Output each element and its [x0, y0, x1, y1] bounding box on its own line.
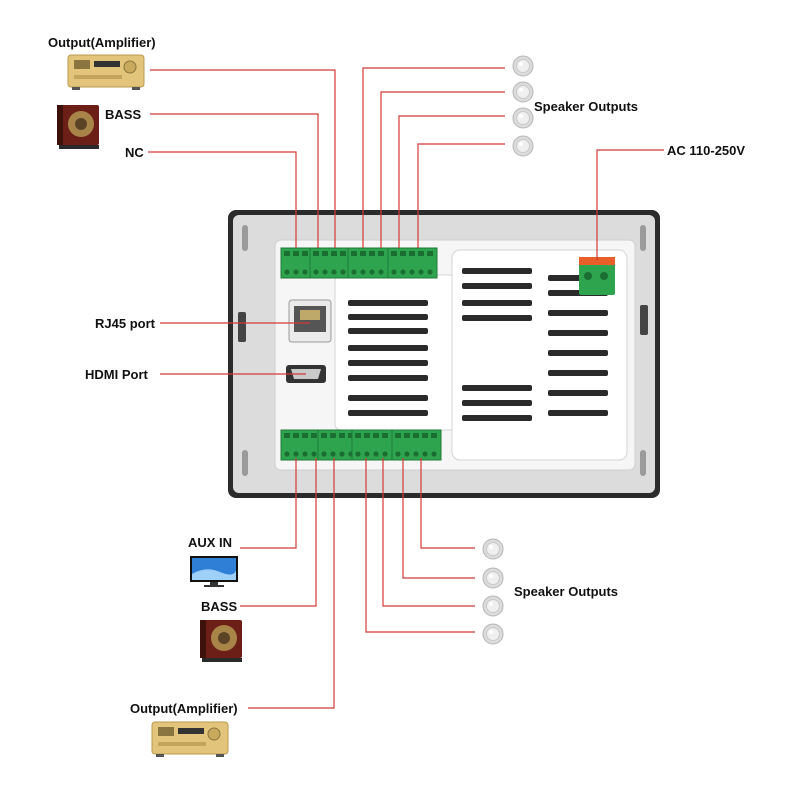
label-rj45-port: RJ45 port: [95, 316, 155, 331]
wire-bass-bottom: [240, 458, 317, 607]
label-hdmi-port: HDMI Port: [85, 367, 148, 382]
ceiling-speakers: [482, 55, 534, 645]
label-aux-in: AUX IN: [188, 535, 233, 550]
monitor-icon: [190, 556, 238, 587]
wire-speaker-top-1: [362, 67, 505, 248]
wire-speaker-bottom-4: [365, 458, 475, 633]
subwoofer-icon: [200, 620, 242, 662]
wire-output-amplifier-bottom: [248, 458, 335, 709]
subwoofer-icon: [57, 105, 99, 149]
vent-slots: [348, 268, 608, 421]
label-output-amplifier-bottom: Output(Amplifier): [130, 701, 238, 716]
wire-ac-power: [596, 149, 664, 260]
wire-speaker-top-4: [417, 143, 505, 248]
label-ac-power: AC 110-250V: [667, 143, 746, 158]
ceiling-speaker-icon: [512, 135, 534, 157]
ceiling-speaker-icon: [512, 107, 534, 129]
rj45-port-icon: [288, 299, 332, 343]
ac-power-terminal: [579, 257, 615, 295]
label-speaker-outputs-top: Speaker Outputs: [534, 99, 639, 114]
wire-nc: [148, 151, 297, 248]
label-bass-top: BASS: [105, 107, 142, 122]
wire-bass-top: [150, 113, 319, 248]
label-speaker-outputs-bottom: Speaker Outputs: [514, 584, 619, 599]
wire-speaker-bottom-1: [420, 458, 475, 549]
wire-speaker-bottom-3: [382, 458, 475, 607]
wall-panel: [228, 210, 660, 498]
label-nc: NC: [125, 145, 144, 160]
wire-speaker-top-3: [398, 115, 505, 248]
amplifier-icon: [151, 721, 229, 757]
wire-group: [148, 67, 664, 709]
ceiling-speaker-icon: [512, 55, 534, 77]
wire-speaker-top-2: [380, 91, 505, 248]
bottom-terminal-blocks: [280, 429, 442, 461]
ceiling-speaker-icon: [482, 538, 504, 560]
amplifier-icon: [67, 54, 145, 90]
label-output-amplifier-top: Output(Amplifier): [48, 35, 156, 50]
wire-speaker-bottom-2: [402, 458, 475, 579]
label-bass-bottom: BASS: [201, 599, 238, 614]
ceiling-speaker-icon: [512, 81, 534, 103]
wire-output-amplifier-top: [150, 69, 336, 248]
ceiling-speaker-icon: [482, 595, 504, 617]
ceiling-speaker-icon: [482, 623, 504, 645]
wire-aux-in: [240, 458, 297, 549]
ceiling-speaker-icon: [482, 567, 504, 589]
top-terminal-blocks: [280, 247, 438, 279]
